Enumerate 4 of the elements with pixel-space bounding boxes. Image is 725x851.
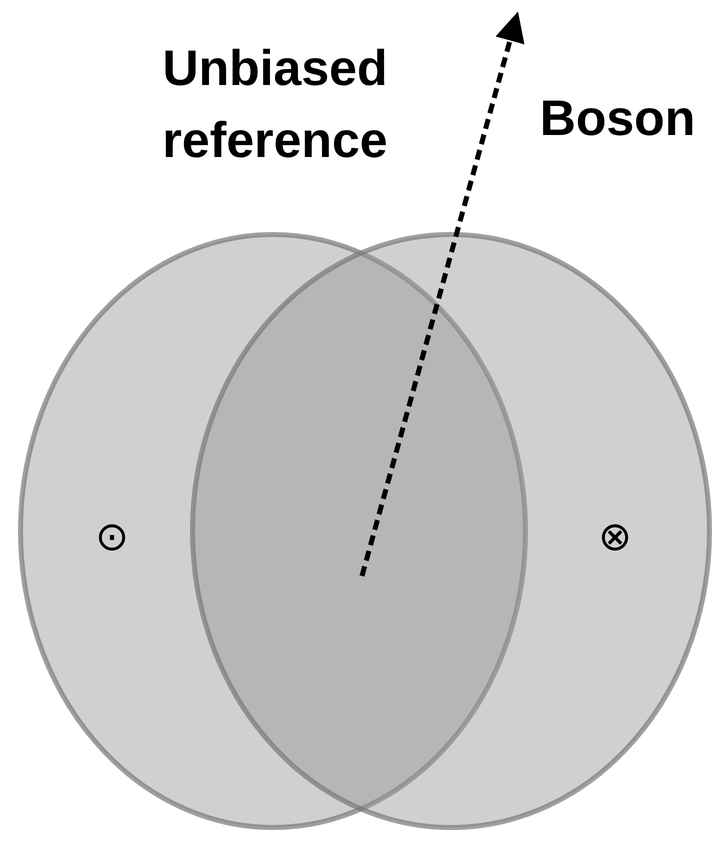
axis-label: Boson [538, 89, 696, 148]
field-direction-symbol: ⊙ [95, 517, 129, 557]
axis-label: Unbiased reference [161, 39, 389, 170]
field-direction-symbol: ⊗ [598, 517, 632, 557]
